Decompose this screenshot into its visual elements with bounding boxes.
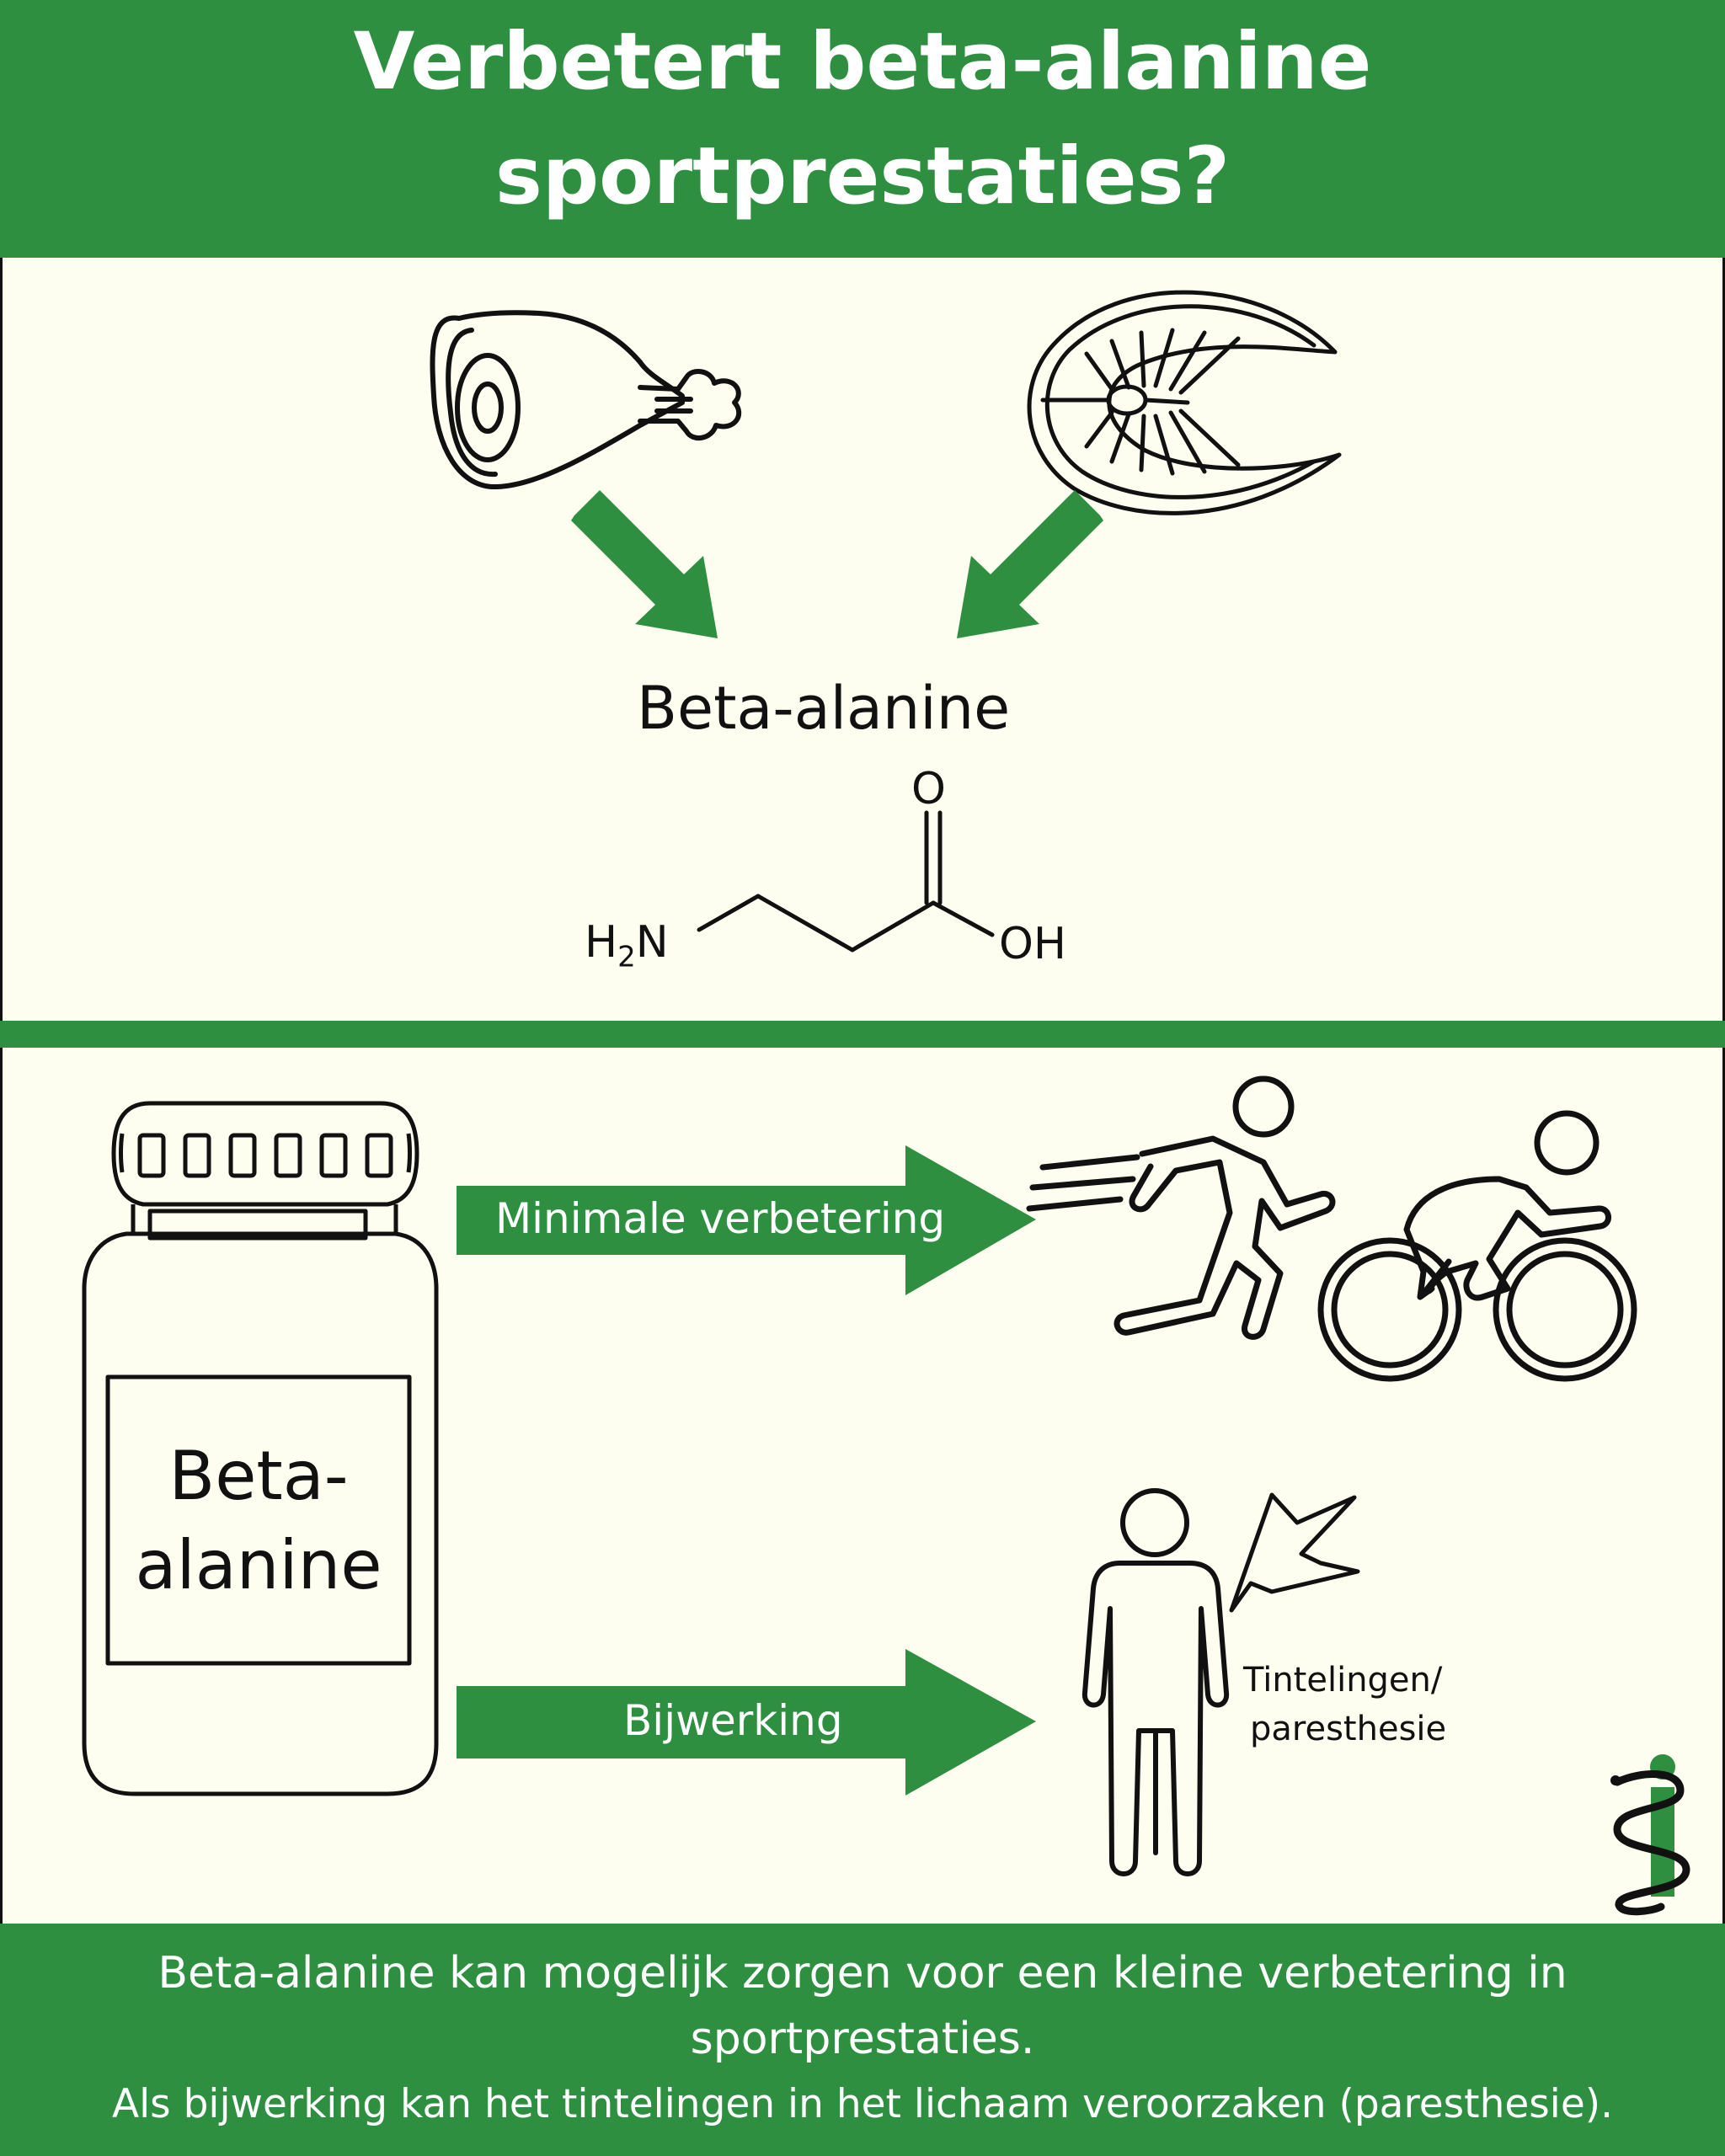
right-border xyxy=(1722,258,1725,1924)
jar-icon xyxy=(82,1101,439,1796)
food-arrow-left xyxy=(571,490,718,638)
person-icon xyxy=(1081,1488,1230,1876)
molecule-structure xyxy=(697,810,995,953)
jar-label-line-1: Beta- xyxy=(168,1437,349,1515)
molecule-amine-group: H2N xyxy=(585,916,669,983)
cyclist-icon xyxy=(1317,1110,1637,1382)
jar-label-line-2: alanine xyxy=(135,1526,382,1604)
page-title: Verbetert beta-alanine sportprestaties? xyxy=(0,5,1725,234)
meat-icon xyxy=(430,310,742,490)
amine-subscript: 2 xyxy=(617,940,636,974)
footer-text: Beta-alanine kan mogelijk zorgen voor ee… xyxy=(0,1940,1725,2137)
footer-line-1: Beta-alanine kan mogelijk zorgen voor ee… xyxy=(158,1948,1567,1999)
title-line-2: sportprestaties? xyxy=(494,131,1231,222)
amine-nitrogen: N xyxy=(635,917,669,968)
side-effect-note-line-1: Tintelingen/ xyxy=(1243,1661,1443,1700)
medical-logo-icon xyxy=(1610,1754,1690,1916)
molecule-name: Beta-alanine xyxy=(637,674,1011,743)
side-effect-arrow xyxy=(457,1649,1036,1796)
title-line-1: Verbetert beta-alanine xyxy=(353,16,1372,108)
side-effect-label: Bijwerking xyxy=(623,1696,843,1745)
jar-label: Beta- alanine xyxy=(108,1432,409,1610)
footer-banner: Beta-alanine kan mogelijk zorgen voor ee… xyxy=(0,1924,1725,2156)
fish-icon xyxy=(1027,290,1342,515)
molecule-oxygen: O xyxy=(911,764,946,814)
amine-hydrogen: H xyxy=(585,917,618,968)
footer-line-3: Als bijwerking kan het tintelingen in he… xyxy=(111,2081,1614,2127)
molecule-hydroxyl: OH xyxy=(999,919,1067,969)
footer-line-2: sportprestaties. xyxy=(690,2014,1035,2064)
benefit-label: Minimale verbetering xyxy=(495,1194,946,1243)
section-divider xyxy=(0,1021,1725,1048)
lightning-icon xyxy=(1229,1492,1360,1613)
left-border xyxy=(0,258,3,1924)
side-effect-note-line-2: paresthesie xyxy=(1250,1710,1447,1748)
food-arrow-right xyxy=(957,490,1103,638)
side-effect-note: Tintelingen/ paresthesie xyxy=(1243,1656,1446,1753)
benefit-arrow xyxy=(457,1145,1036,1295)
runner-icon xyxy=(1026,1075,1336,1340)
header-banner: Verbetert beta-alanine sportprestaties? xyxy=(0,0,1725,258)
